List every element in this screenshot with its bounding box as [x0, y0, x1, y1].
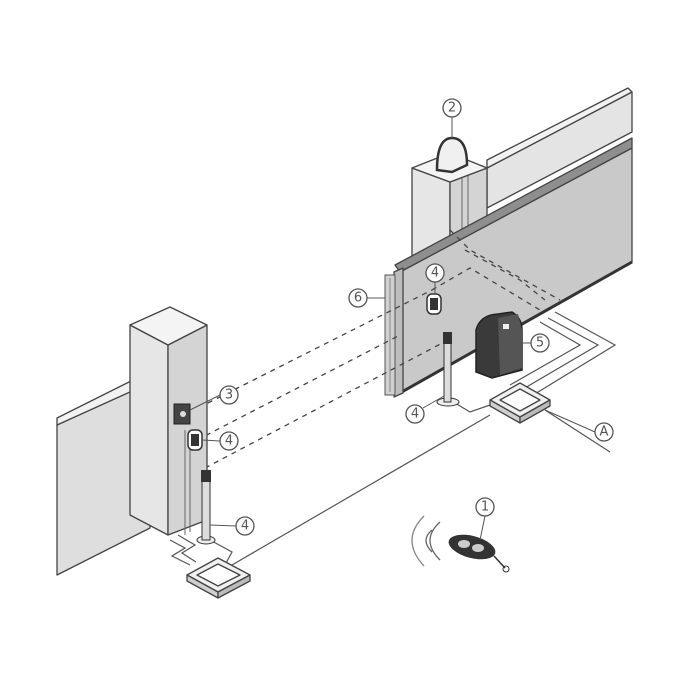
callout-4b-label: 4	[411, 407, 419, 422]
callout-2: 2	[442, 98, 462, 118]
callout-4d-label: 4	[241, 519, 249, 534]
left-wall	[56, 373, 153, 576]
safety-edge-icon	[384, 274, 396, 396]
callout-4a: 4	[425, 263, 445, 283]
callout-1-label: 1	[481, 500, 489, 515]
callouts: 1 2 3 4 4 4 4 5 6 A	[189, 98, 614, 541]
callout-4b: 4	[405, 404, 425, 424]
dashed-lines	[189, 229, 561, 469]
callout-3-label: 3	[225, 388, 233, 403]
callout-4c-label: 4	[225, 434, 233, 449]
motor-icon	[475, 311, 523, 379]
callout-4d: 4	[235, 516, 255, 536]
callout-5: 5	[530, 333, 550, 353]
flashing-light-icon	[435, 136, 469, 174]
callout-6-label: 6	[354, 291, 362, 306]
remote-control-icon	[411, 515, 510, 573]
callout-5-label: 5	[536, 336, 544, 351]
key-selector-icon	[173, 403, 191, 425]
callout-3: 3	[219, 385, 239, 405]
ground-cables	[169, 311, 617, 566]
photocell-post-left	[196, 470, 216, 545]
callout-4c: 4	[219, 431, 239, 451]
callout-A: A	[594, 422, 614, 442]
junction-box-right	[489, 382, 551, 424]
photocell-post-right	[436, 332, 460, 407]
sliding-gate	[393, 137, 633, 398]
callout-2-label: 2	[448, 101, 456, 116]
photocell-wall-right	[426, 293, 442, 315]
callout-6: 6	[348, 288, 368, 308]
callout-1: 1	[475, 497, 495, 517]
junction-box-left	[186, 557, 251, 599]
photocell-wall-left	[187, 429, 203, 451]
left-pillar	[129, 306, 208, 536]
callout-A-label: A	[600, 425, 609, 440]
callout-4a-label: 4	[431, 266, 439, 281]
